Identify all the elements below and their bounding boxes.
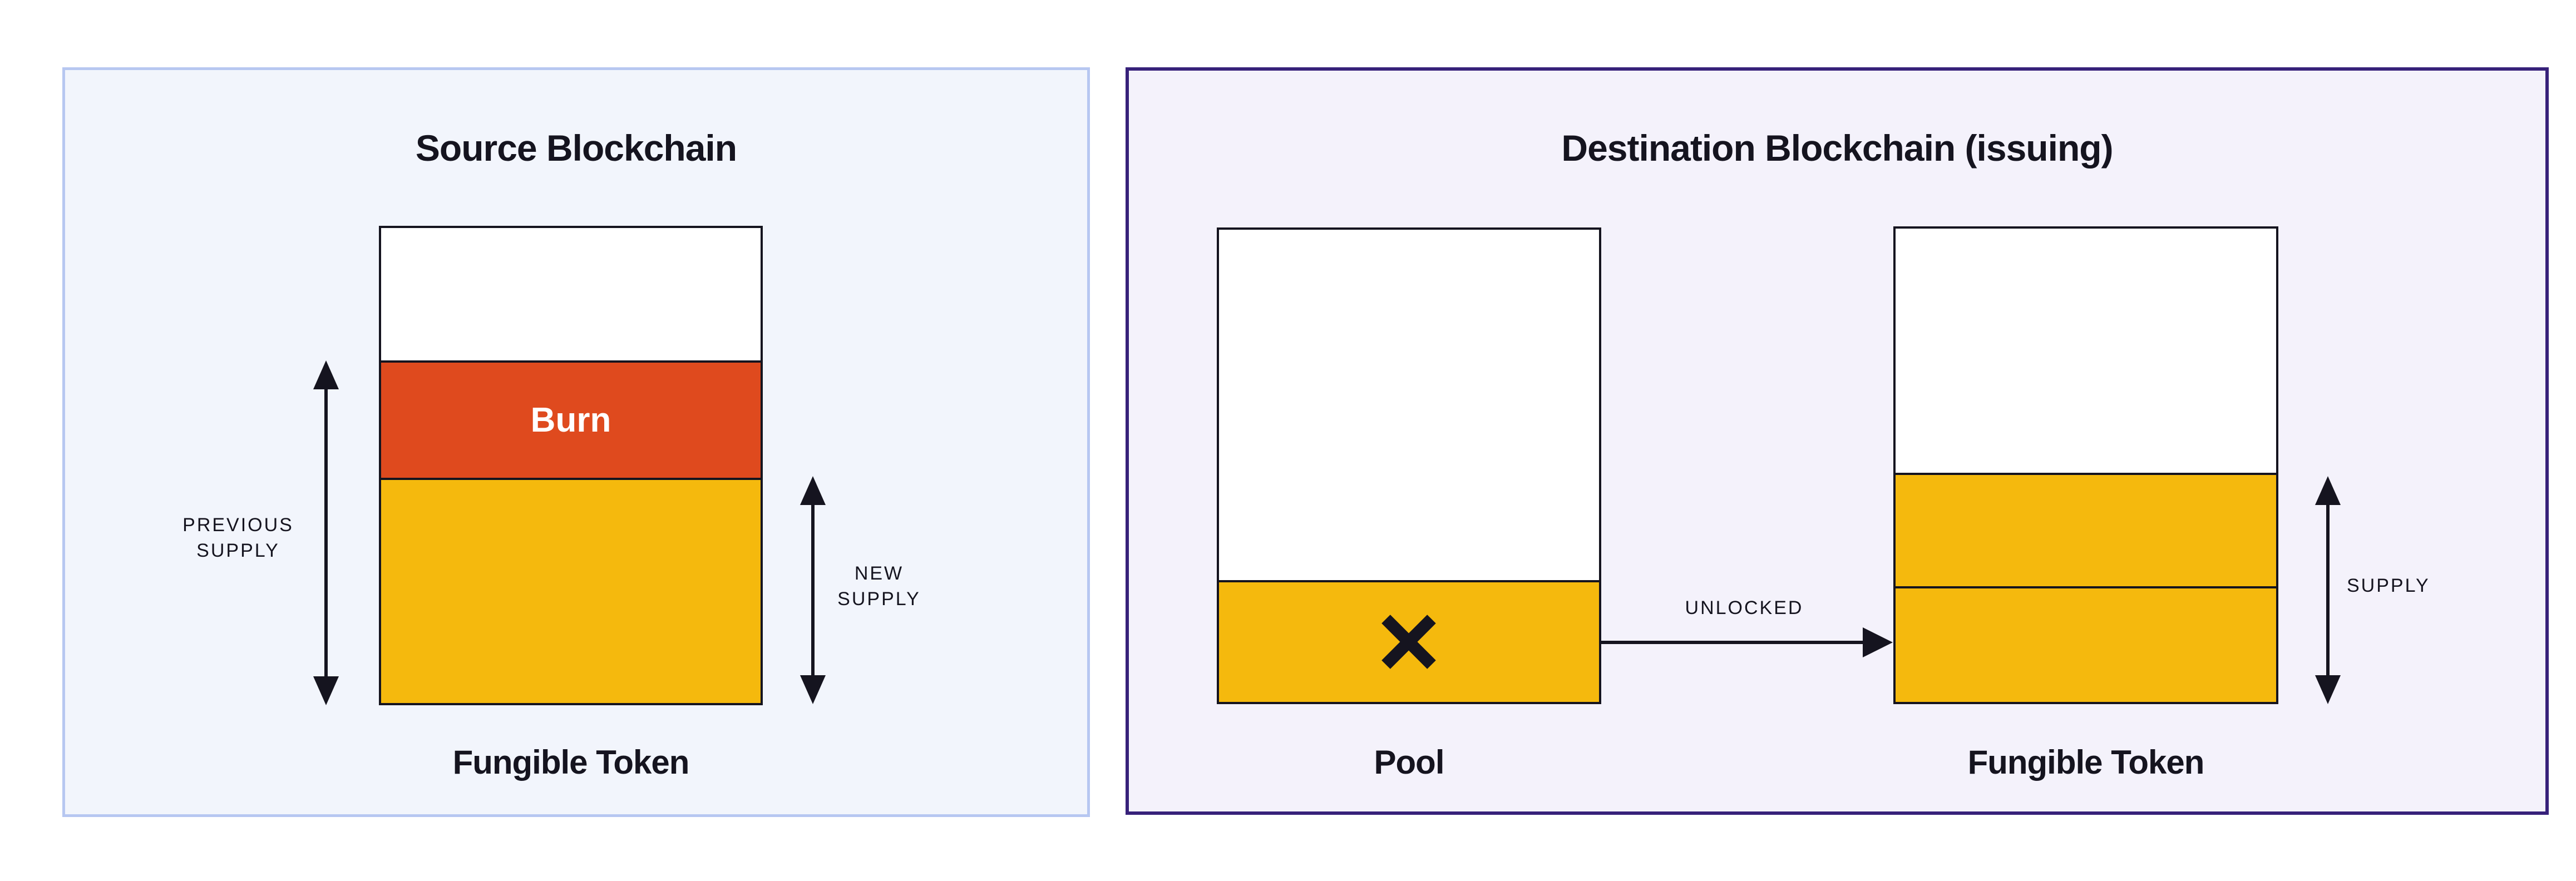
- new-supply-line1: NEW: [854, 563, 904, 584]
- source-token-bar: Burn: [379, 226, 763, 705]
- source-bar-burn-segment: Burn: [381, 360, 761, 478]
- pool-bar-caption: Pool: [1374, 744, 1445, 781]
- destination-bar-empty-segment: [1896, 229, 2276, 473]
- supply-label: SUPPLY: [2347, 575, 2430, 596]
- previous-supply-label: PREVIOUS SUPPLY: [138, 512, 338, 563]
- destination-token-bar-caption: Fungible Token: [1967, 744, 2205, 781]
- source-bar-supply-segment: [381, 478, 761, 703]
- destination-bar-supply-segment-top: [1896, 473, 2276, 586]
- new-supply-line2: SUPPLY: [837, 588, 921, 610]
- unlocked-label: UNLOCKED: [1685, 597, 1804, 618]
- source-bar-empty-segment: [381, 228, 761, 360]
- new-supply-label: NEW SUPPLY: [796, 561, 963, 612]
- destination-token-bar: [1893, 226, 2278, 704]
- previous-supply-line1: PREVIOUS: [182, 514, 294, 536]
- destination-panel-title: Destination Blockchain (issuing): [1561, 127, 2113, 169]
- source-panel-title: Source Blockchain: [415, 127, 737, 169]
- source-token-bar-caption: Fungible Token: [452, 744, 690, 781]
- previous-supply-line2: SUPPLY: [196, 540, 280, 561]
- destination-bar-supply-segment-bottom: [1896, 586, 2276, 702]
- cross-icon: [1381, 615, 1436, 669]
- pool-bar-empty-segment: [1219, 230, 1599, 580]
- burn-label: Burn: [530, 401, 611, 439]
